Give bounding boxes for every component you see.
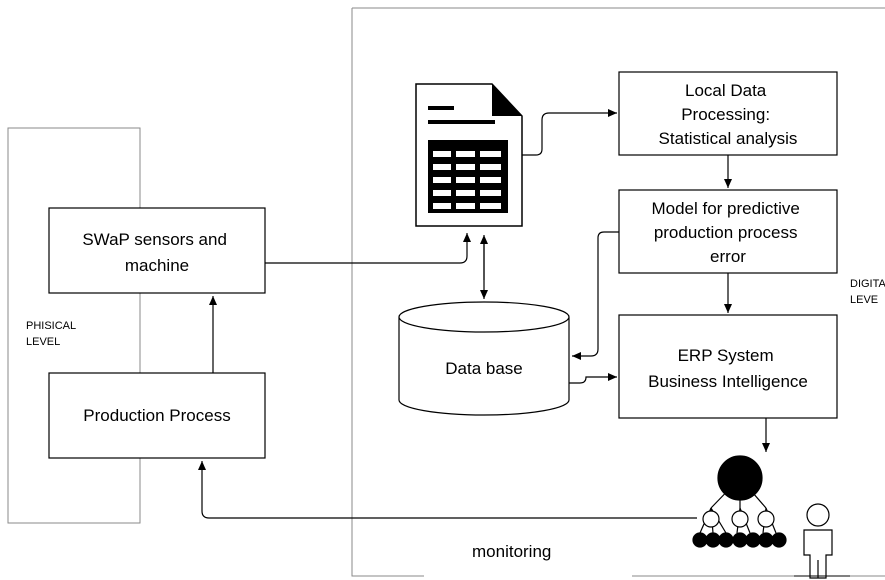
model-box-text: Model for predictive production process …	[651, 199, 804, 266]
database-cylinder-icon	[398, 301, 570, 416]
erp-box	[618, 314, 838, 419]
database-label: Data base	[445, 359, 523, 378]
connector-document-to-local	[522, 109, 617, 156]
digital-level-label: DIGITA LEVE	[850, 278, 885, 306]
connector-sensors-to-document	[265, 233, 471, 264]
physical-level-label: PHISICAL LEVEL	[26, 320, 79, 348]
hierarchy-network-icon	[692, 455, 787, 548]
production-box-text: Production Process	[83, 406, 230, 425]
physical-level-frame	[7, 127, 141, 524]
connector-database-to-erp	[569, 373, 617, 384]
sensors-box	[48, 207, 266, 294]
production-box	[48, 372, 266, 459]
monitoring-label: monitoring	[472, 542, 551, 561]
local-processing-box	[618, 71, 838, 156]
document-spreadsheet-icon	[415, 83, 523, 227]
connector-network-to-production	[198, 461, 697, 519]
erp-box-text: ERP System Business Intelligence	[648, 346, 808, 391]
sensors-box-text: SWaP sensors and machine	[82, 230, 231, 275]
connector-model-to-database	[572, 231, 619, 360]
person-icon	[803, 503, 833, 579]
local-processing-box-text: Local Data Processing: Statistical analy…	[659, 81, 798, 148]
